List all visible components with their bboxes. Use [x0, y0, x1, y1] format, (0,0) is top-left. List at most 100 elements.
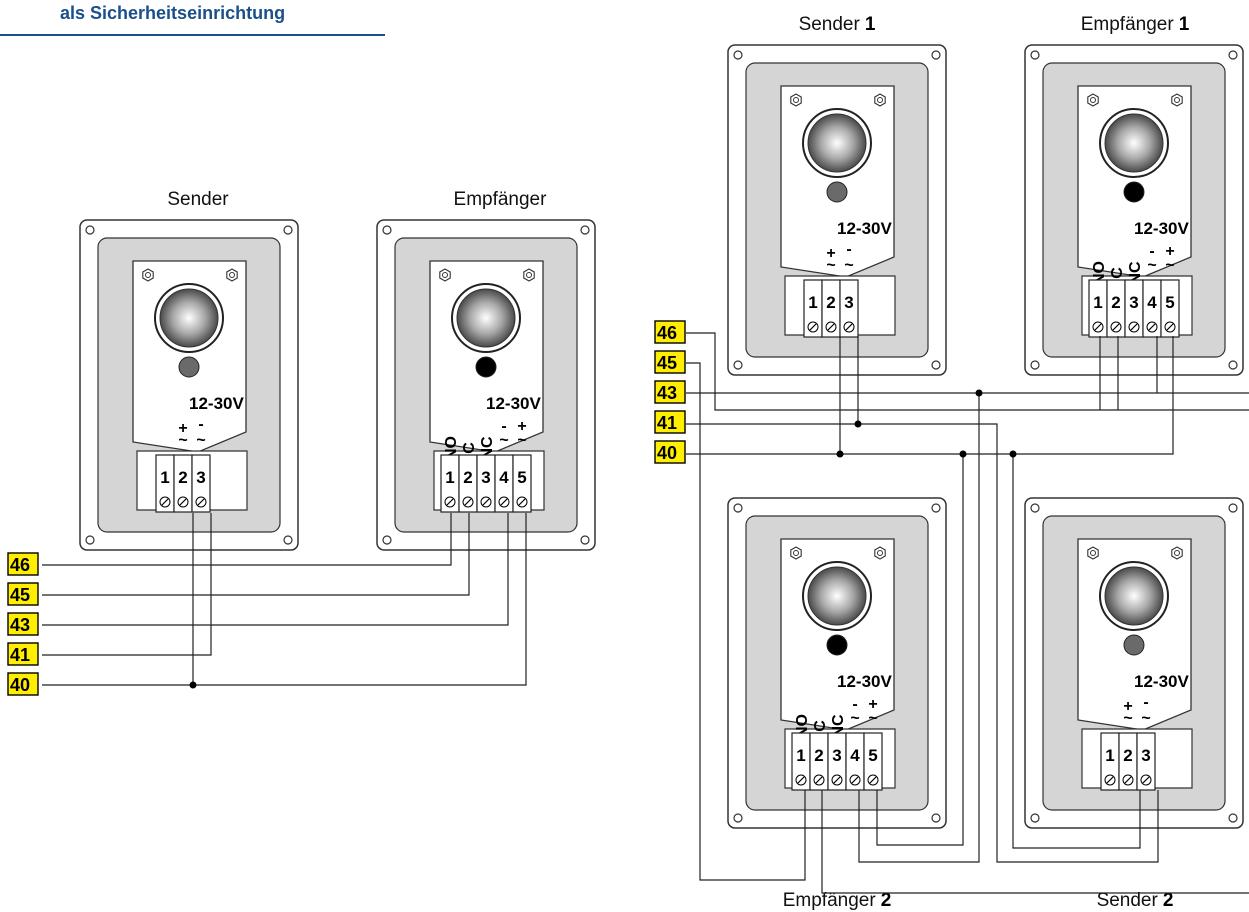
led-indicator: [1123, 181, 1145, 203]
sender2-label-text: Sender: [1097, 890, 1159, 911]
junction-dot: [975, 389, 983, 397]
wire-right-45: [686, 362, 806, 881]
mount-hole: [733, 50, 743, 60]
terminal-cell: [191, 454, 211, 513]
mount-hole: [382, 535, 392, 545]
terminal-label: 43: [657, 383, 677, 403]
hex-screw-center: [877, 97, 883, 103]
left-receiver-label: Empfänger: [454, 189, 548, 210]
terminal-cell: [1136, 732, 1156, 791]
pin-label: C: [461, 442, 478, 454]
terminal-label: 46: [10, 555, 30, 575]
screw-icon: [1110, 321, 1122, 333]
voltage-label: 12-30V: [1134, 219, 1189, 238]
header-rule: [0, 34, 385, 36]
mount-hole: [1228, 360, 1238, 370]
terminal-number: 1: [445, 468, 454, 487]
terminal-40: [654, 440, 686, 464]
terminal-number: 3: [196, 468, 205, 487]
lens-icon: [807, 113, 867, 173]
mount-hole: [1030, 503, 1040, 513]
pin-label: NO: [794, 714, 811, 738]
terminal-number: 2: [1111, 293, 1120, 312]
mount-hole: [580, 225, 590, 235]
wire-r2-t5: [876, 454, 964, 846]
hex-screw-center: [1090, 97, 1096, 103]
mount-hole: [1030, 813, 1040, 823]
left-sender-label: Sender: [167, 189, 229, 210]
screw-icon: [813, 774, 825, 786]
terminal-41: [654, 410, 686, 434]
mount-hole: [283, 225, 293, 235]
terminal-number: 3: [844, 293, 853, 312]
voltage-label: 12-30V: [1134, 672, 1189, 691]
terminal-number: 1: [1093, 293, 1102, 312]
mount-hole: [85, 535, 95, 545]
terminal-label: 46: [657, 323, 677, 343]
pin-ac-label: ~: [850, 710, 859, 727]
mount-hole: [931, 50, 941, 60]
terminal-cell: [863, 732, 883, 791]
led-indicator: [475, 356, 497, 378]
pin-label: +: [1165, 243, 1174, 260]
hex-screw-center: [793, 97, 799, 103]
wire-left-40: [42, 513, 527, 686]
voltage-label: 12-30V: [189, 394, 244, 413]
wire-right-41: [686, 423, 1159, 863]
terminal-45: [654, 350, 686, 374]
pin-plus-label: +: [826, 245, 835, 262]
pin-ac-label: ~: [196, 432, 205, 449]
pin-ac-label: ~: [178, 432, 187, 449]
hex-screw-center: [145, 272, 151, 278]
terminal-45: [7, 582, 39, 606]
wire-left-43: [42, 513, 509, 626]
wire-left-46: [42, 513, 452, 566]
screw-icon: [177, 496, 189, 508]
junction-dot: [1009, 450, 1017, 458]
terminal-number: 4: [850, 746, 860, 765]
terminal-number: 3: [1129, 293, 1138, 312]
terminal-number: 1: [160, 468, 169, 487]
hex-screw-center: [877, 550, 883, 556]
receiver2-num: 2: [881, 890, 892, 911]
header: als Sicherheitseinrichtung: [0, 0, 385, 36]
mount-hole: [1030, 360, 1040, 370]
terminal-cell: [839, 279, 859, 338]
voltage-label: 12-30V: [486, 394, 541, 413]
terminal-cell: [1160, 279, 1180, 338]
mount-hole: [733, 503, 743, 513]
terminal-number: 2: [814, 746, 823, 765]
hex-screw-center: [526, 272, 532, 278]
terminal-label: 40: [657, 443, 677, 463]
led-indicator: [826, 181, 848, 203]
screw-icon: [1104, 774, 1116, 786]
screw-icon: [444, 496, 456, 508]
mount-hole: [931, 503, 941, 513]
lens-icon: [159, 288, 219, 348]
terminal-number: 1: [796, 746, 805, 765]
hex-screw-center: [229, 272, 235, 278]
screw-icon: [849, 774, 861, 786]
screw-icon: [825, 321, 837, 333]
terminal-number: 5: [517, 468, 526, 487]
terminal-number: 5: [1165, 293, 1174, 312]
pin-ac-label: ~: [1141, 710, 1150, 727]
terminal-number: 2: [1123, 746, 1132, 765]
receiver1-num: 1: [1179, 14, 1190, 35]
screw-icon: [1128, 321, 1140, 333]
mount-hole: [1228, 813, 1238, 823]
terminal-number: 1: [1105, 746, 1114, 765]
pin-label: C: [812, 720, 829, 732]
wire-right-46: [686, 332, 1249, 411]
terminal-number: 3: [481, 468, 490, 487]
mount-hole: [580, 535, 590, 545]
screw-icon: [1164, 321, 1176, 333]
